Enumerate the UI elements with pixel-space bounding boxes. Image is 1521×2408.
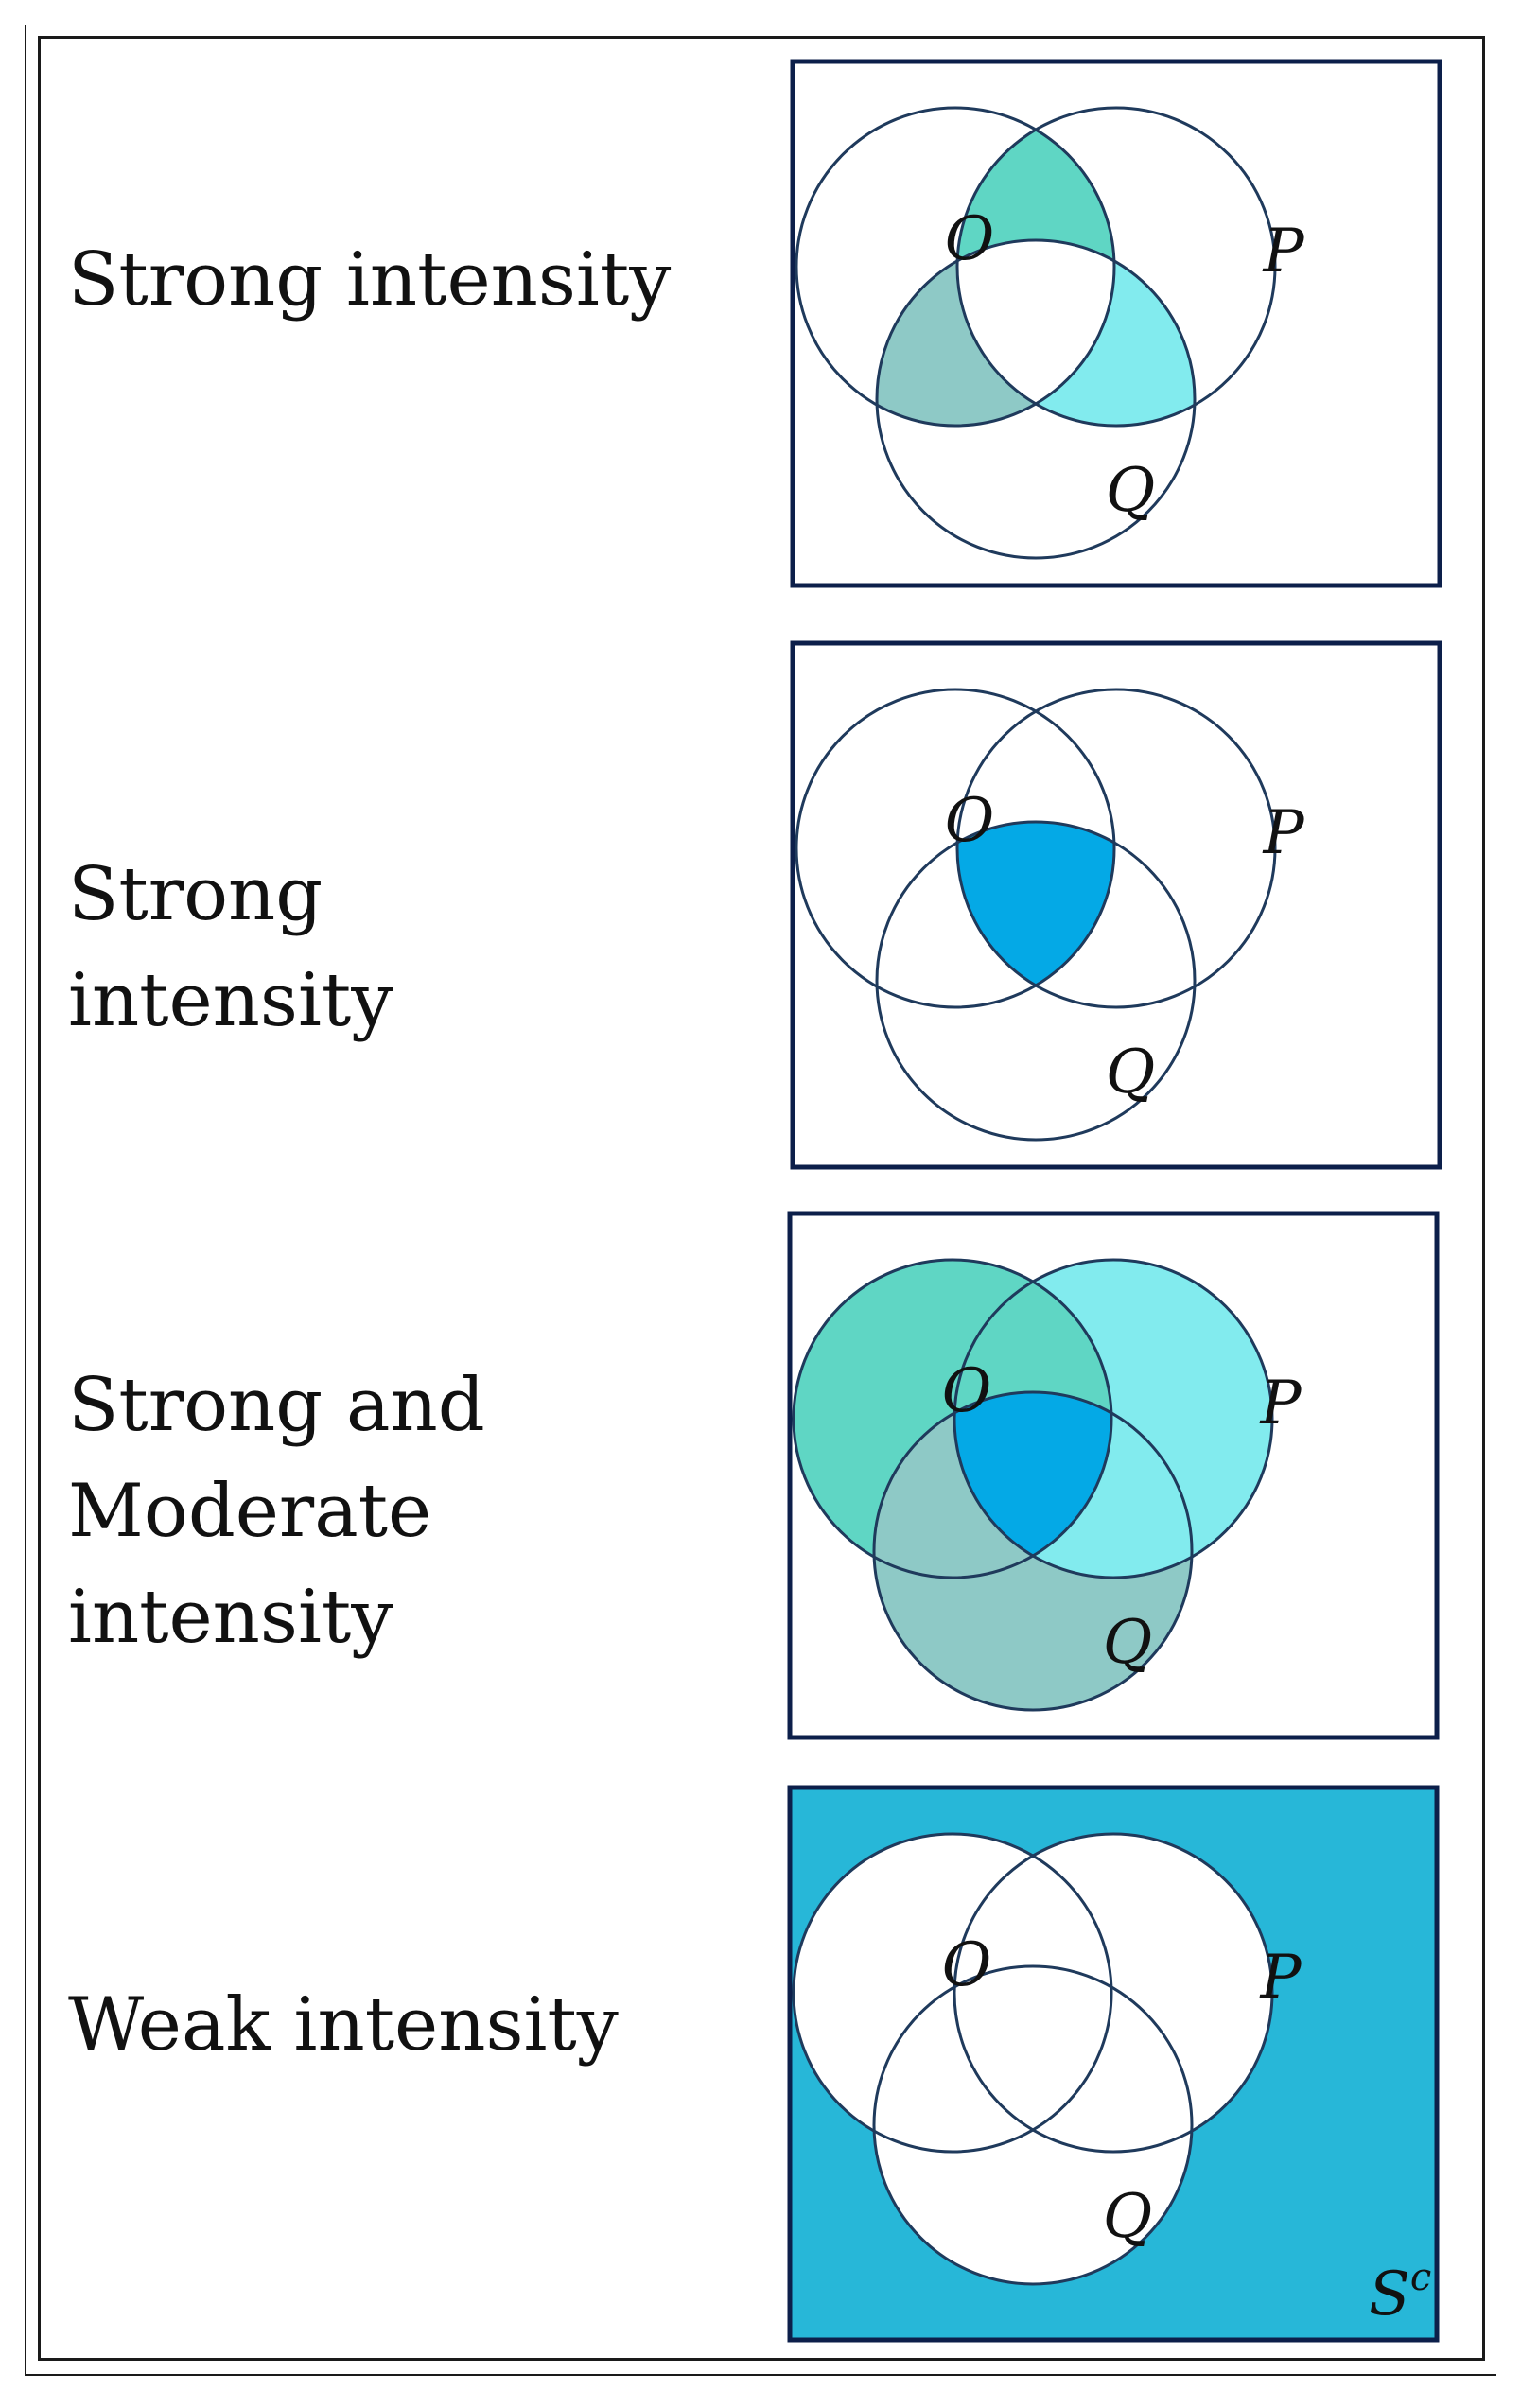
panel-3-label-line-1: Strong and [68, 1363, 485, 1448]
circle-label-o: O [942, 1930, 991, 2000]
panel-2-label-line-1: Strong [68, 852, 323, 937]
circle-label-o: O [942, 1356, 991, 1426]
circle-o [792, 1258, 1113, 1579]
circle-label-q: Q [1103, 1608, 1152, 1678]
circle-label-p: P [1262, 798, 1304, 868]
circle-label-o: O [945, 204, 994, 274]
panel-3-label: Strong and Moderate intensity [68, 1352, 485, 1670]
panel-2-label-line-2: intensity [68, 958, 393, 1043]
circle-p [955, 106, 1277, 428]
venn-diagram-2: O P Q [790, 640, 1442, 1170]
circle-label-q: Q [1106, 1038, 1155, 1108]
outer-frame-shadow [25, 25, 1496, 2376]
region-pq_only [957, 240, 1195, 426]
circle-q [872, 1390, 1194, 1712]
circle-q [875, 820, 1197, 1142]
circle-label-p: P [1259, 1369, 1302, 1439]
outer-frame [38, 36, 1485, 2361]
panel-2-label: Strong intensity [68, 842, 393, 1054]
panel-4-label-line-1: Weak intensity [68, 1982, 619, 2068]
circle-label-q: Q [1103, 2182, 1152, 2252]
venn-diagram-3: O P Q [787, 1211, 1440, 1740]
region-opq [954, 1392, 1111, 1578]
panel-4-label: Weak intensity [68, 1972, 619, 2078]
region-opq [957, 822, 1114, 1007]
circle-q [875, 238, 1197, 560]
circle-q [872, 1964, 1194, 2286]
circle-p [953, 1258, 1274, 1579]
circle-p [955, 688, 1277, 1009]
venn-diagram-1: O P Q [790, 59, 1442, 588]
circle-o [792, 1832, 1113, 2154]
circle-label-q: Q [1106, 456, 1155, 526]
venn-box [790, 640, 1442, 1170]
circle-p [953, 1832, 1274, 2154]
panel-1-label: Strong intensity [68, 227, 671, 333]
circle-o [795, 688, 1116, 1009]
circle-label-p: P [1259, 1943, 1302, 2013]
panel-3-label-line-3: intensity [68, 1575, 393, 1660]
circle-label-o: O [945, 786, 994, 856]
panel-3-label-line-2: Moderate [68, 1469, 432, 1554]
circle-o [795, 106, 1116, 428]
panel-1-label-line-1: Strong intensity [68, 237, 672, 323]
circle-label-p: P [1262, 217, 1304, 287]
